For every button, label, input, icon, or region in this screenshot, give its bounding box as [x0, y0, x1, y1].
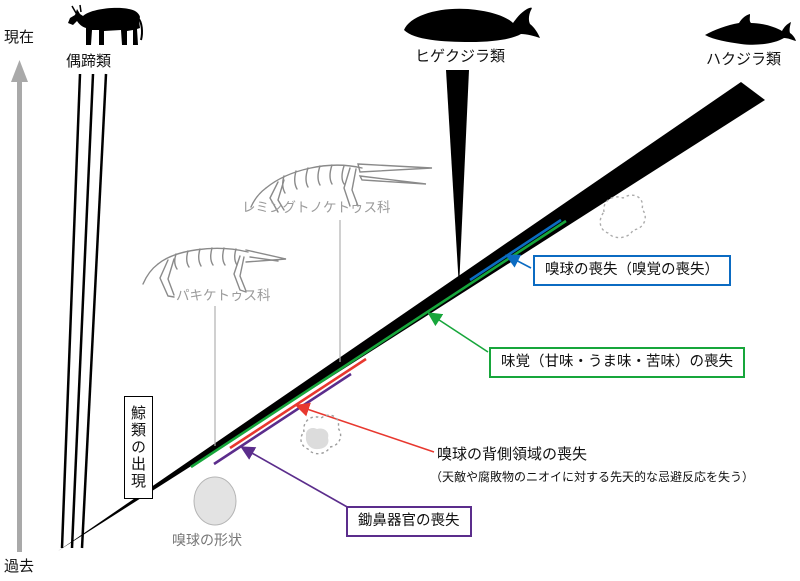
pakicetus-skeleton-icon	[142, 247, 287, 298]
olfactory-bulb-shape-label: 嗅球の形状	[172, 533, 242, 549]
olfactory-bulb-lost-icon	[599, 194, 646, 239]
past-label: 過去	[4, 557, 35, 575]
baleen-whales-label: ヒゲクジラ類	[415, 47, 506, 65]
whale-emergence-box: 鯨類の出現	[124, 396, 153, 499]
baleen-whale-silhouette-icon	[404, 7, 540, 42]
vomeronasal-loss-line	[213, 372, 352, 466]
remingtonocetidae-label: レミングトノケトゥス科	[242, 200, 391, 216]
taste-loss-line	[190, 219, 567, 469]
baleen-whale-branch	[446, 70, 469, 288]
arrow-to-vomeronasal-loss	[240, 446, 350, 509]
arrow-to-olfactory-loss	[505, 254, 532, 269]
ungulates-label: 偶蹄類	[66, 52, 112, 70]
cow-silhouette-icon	[68, 4, 143, 46]
fossil-connector-lines	[214, 220, 341, 446]
dorsal-olfactory-loss-line	[229, 357, 367, 450]
toothed-whale-silhouette-icon	[705, 14, 796, 45]
dorsal-olfactory-loss-note: （天敵や腐敗物のニオイに対する先天的な忌避反応を失う）	[430, 470, 755, 484]
remingtonocetus-skeleton-icon	[250, 163, 433, 213]
toothed-whales-label: ハクジラ類	[706, 50, 782, 68]
dorsal-olfactory-loss-title: 嗅球の背側領域の喪失	[437, 445, 588, 463]
present-label: 現在	[4, 28, 35, 46]
phylogeny-main-branch	[58, 82, 765, 551]
arrow-to-dorsal-olfactory-loss	[294, 402, 435, 453]
olfactory-loss-box: 嗅球の喪失（嗅覚の喪失）	[533, 255, 731, 287]
pakicetidae-label: パキケトゥス科	[176, 288, 271, 304]
ungulate-branches	[60, 73, 108, 549]
olfactory-bulb-solid-icon	[193, 476, 237, 526]
vomeronasal-loss-box: 鋤鼻器官の喪失	[346, 506, 472, 538]
olfactory-loss-line	[469, 218, 562, 282]
arrow-to-taste-loss	[427, 312, 489, 353]
time-arrow-icon	[11, 60, 28, 552]
olfactory-bulb-partial-icon	[300, 414, 342, 455]
taste-loss-box: 味覚（甘味・うま味・苦味）の喪失	[489, 347, 745, 379]
